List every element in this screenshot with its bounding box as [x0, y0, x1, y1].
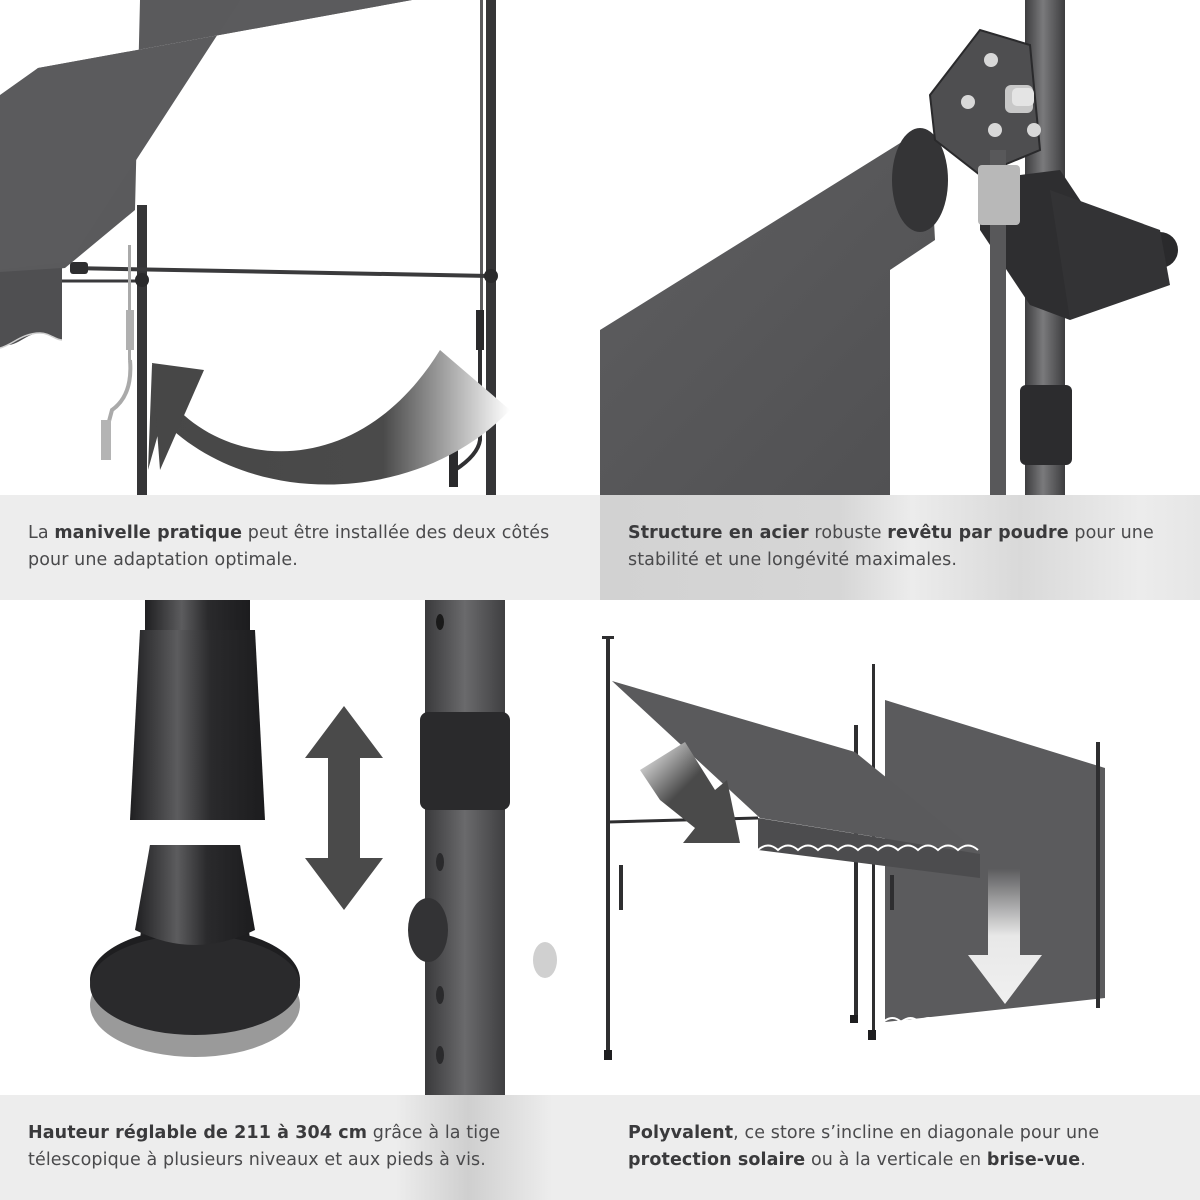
caption-text: pour une stabilité et une longévité maxi… — [628, 523, 1154, 570]
caption-highlight: revêtu par poudre — [887, 523, 1069, 543]
versatile-awning-illustration — [602, 636, 1105, 1060]
caption-highlight: Hauteur réglable de 211 à 304 cm — [28, 1123, 368, 1143]
caption-text: . — [1080, 1150, 1086, 1170]
caption-text: robuste — [808, 523, 888, 543]
caption-steel: Structure en acier robuste revêtu par po… — [600, 495, 1200, 600]
caption-versatile: Polyvalent, ce store s’incline en diagon… — [600, 1095, 1200, 1200]
caption-text: peut être installée des deux côtés pour … — [28, 523, 550, 570]
caption-height: Hauteur réglable de 211 à 304 cm grâce à… — [0, 1095, 600, 1200]
caption-highlight: brise-vue — [986, 1150, 1081, 1170]
telescopic-pole-illustration — [90, 600, 557, 1095]
caption-highlight: manivelle pratique — [54, 523, 243, 543]
caption-text: ou à la verticale en — [805, 1150, 987, 1170]
panel-versatile: Polyvalent, ce store s’incline en diagon… — [600, 600, 1200, 1200]
crank-illustration — [0, 0, 510, 495]
panel-height: Hauteur réglable de 211 à 304 cm grâce à… — [0, 600, 600, 1200]
caption-text: , ce store s’incline en diagonale pour u… — [733, 1123, 1100, 1143]
caption-highlight: Structure en acier — [628, 523, 809, 543]
steel-bracket-illustration — [600, 0, 1178, 495]
caption-highlight: Polyvalent — [628, 1123, 734, 1143]
caption-crank: La manivelle pratique peut être installé… — [0, 495, 600, 600]
panel-crank: La manivelle pratique peut être installé… — [0, 0, 600, 600]
caption-highlight: protection solaire — [628, 1150, 806, 1170]
panel-steel: Structure en acier robuste revêtu par po… — [600, 0, 1200, 600]
caption-text: La — [28, 523, 55, 543]
caption-text: grâce à la tige télescopique à plusieurs… — [28, 1123, 501, 1170]
